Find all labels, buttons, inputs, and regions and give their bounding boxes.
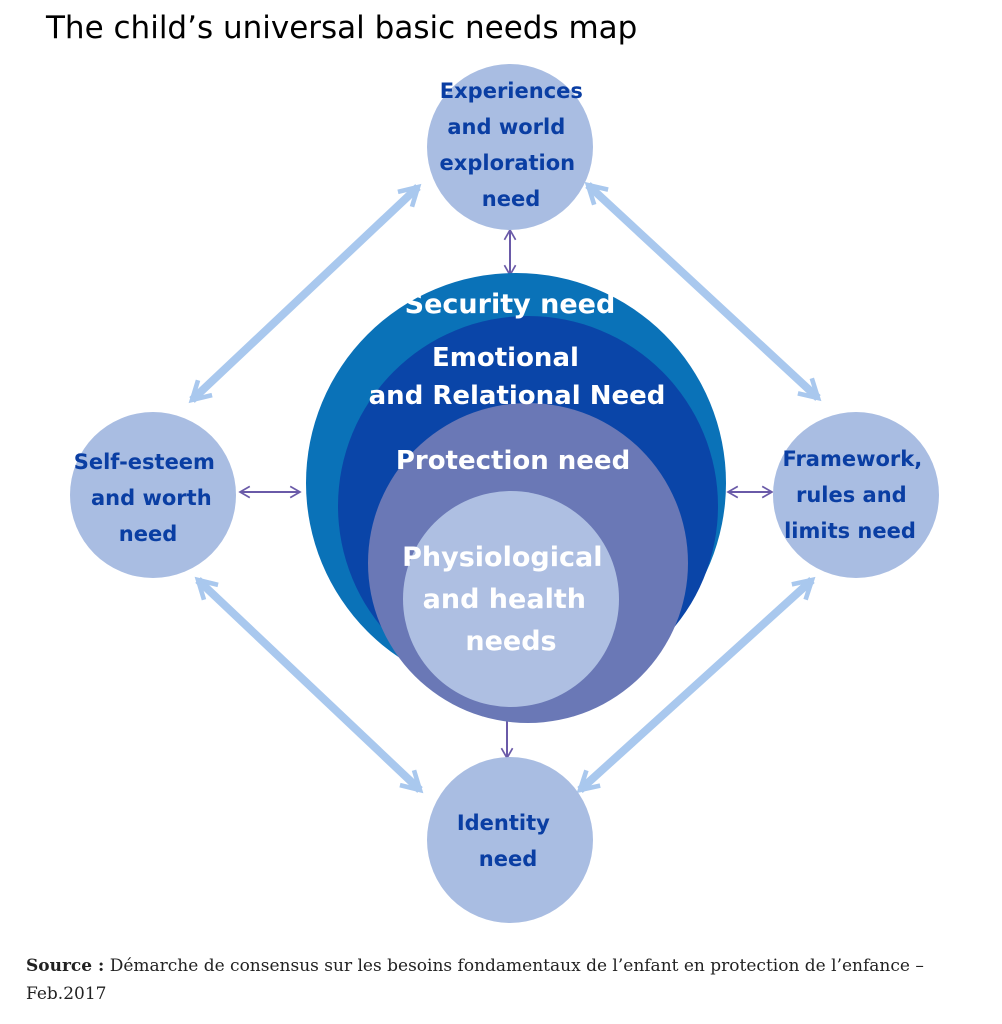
label-protection: Protection need: [396, 446, 630, 476]
source-text: Démarche de consensus sur les besoins fo…: [109, 956, 924, 976]
need-circle-right: [773, 412, 939, 578]
arrow-left-bottom: [194, 576, 424, 794]
label-physiological: Physiological and health needs: [402, 542, 612, 657]
label-self-esteem-need: Self-esteem and worth need: [74, 450, 223, 546]
label-exploration-need: Experiences and world exploration need: [440, 79, 591, 211]
need-circle-left: [70, 412, 236, 578]
label-emotional: Emotional and Relational Need: [369, 343, 666, 411]
source-label: Source :: [26, 956, 105, 976]
page-title: The child’s universal basic needs map: [46, 10, 638, 46]
need-circle-top: [427, 64, 593, 230]
label-security: Security need: [405, 289, 616, 320]
source-note: Source : Démarche de consensus sur les b…: [26, 952, 926, 1008]
label-framework-need: Framework, rules and limits need: [782, 447, 929, 543]
need-circle-bottom: [427, 757, 593, 923]
arrow-right-bottom: [576, 576, 816, 794]
ring-physiological: [403, 491, 619, 707]
label-identity-need: Identity need: [457, 811, 557, 871]
source-date: Feb.2017: [26, 984, 107, 1004]
arrow-top-left: [188, 183, 422, 404]
arrow-top-right: [584, 181, 822, 402]
